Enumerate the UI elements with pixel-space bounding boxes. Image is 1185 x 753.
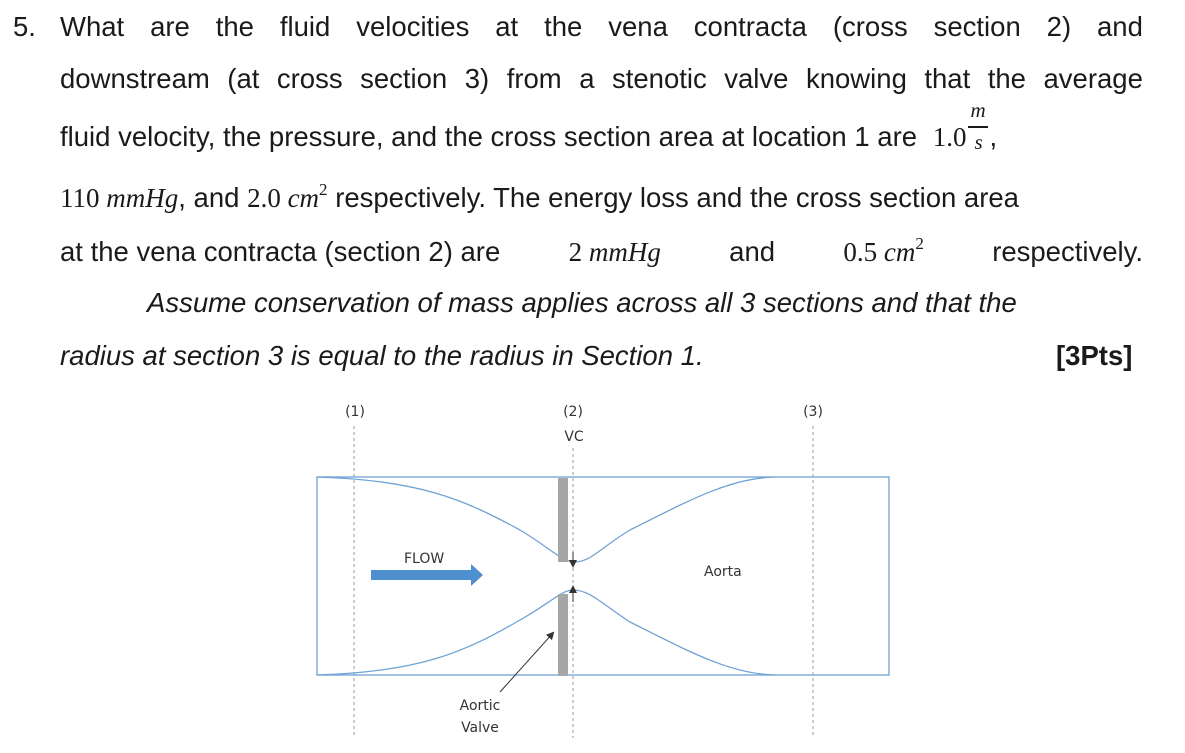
line1-word: 2) — [1046, 11, 1072, 42]
velocity-unit-denominator: s — [974, 130, 983, 154]
line5-end: respectively. — [992, 236, 1143, 267]
pressure-value: 110 — [60, 183, 100, 213]
line1-word: (cross — [832, 11, 908, 42]
line1-word: section — [933, 11, 1021, 42]
pressure-unit: mmHg — [106, 183, 179, 213]
line2-word: section — [360, 63, 448, 94]
assumption-line-1: Assume conservation of mass applies acro… — [147, 287, 1017, 318]
line1-word: contracta — [693, 11, 807, 42]
assumption-line-2: radius at section 3 is equal to the radi… — [60, 340, 704, 371]
line2-word: knowing — [805, 63, 907, 94]
aorta-label: Aorta — [704, 564, 742, 580]
line1-word: velocities — [356, 11, 470, 42]
area2-unit: cm — [883, 237, 916, 267]
question-line-5: at the vena contracta (section 2) are 2 … — [60, 234, 1143, 268]
velocity-unit-numerator: m — [970, 98, 986, 122]
area-exponent: 2 — [319, 180, 328, 199]
line3-comma: , — [989, 121, 998, 152]
line3-text: fluid velocity, the pressure, and the cr… — [60, 121, 918, 152]
line4-text: respectively. The energy loss and the cr… — [335, 182, 1019, 213]
line1-word: are — [150, 11, 190, 42]
loss-value: 2 — [568, 237, 583, 267]
question-line-4: 110 mmHg, and 2.0 cm2 respectively. The … — [60, 180, 1019, 214]
section-3-label: (3) — [803, 404, 823, 420]
upper-valve-leaflet — [558, 478, 568, 562]
line2-word: from — [506, 63, 562, 94]
area-unit: cm — [287, 183, 320, 213]
and-word-2: and — [729, 236, 776, 267]
section-1-label: (1) — [345, 404, 365, 420]
question-line-3: fluid velocity, the pressure, and the cr… — [60, 98, 998, 154]
pressure-comma: , — [178, 182, 186, 213]
line2-word: that — [924, 63, 971, 94]
line2-word: cross — [276, 63, 343, 94]
and-word-1: and — [193, 182, 240, 213]
points-label: [3Pts] — [1056, 340, 1133, 371]
line5-text: at the vena contracta (section 2) are — [60, 236, 501, 267]
area2-value: 0.5 — [843, 237, 878, 267]
flow-label: FLOW — [404, 551, 444, 567]
line2-word: valve — [724, 63, 789, 94]
line1-word: What — [60, 11, 125, 42]
line1-word: fluid — [279, 11, 331, 42]
flow-arrow — [371, 564, 483, 586]
line1-word: at — [495, 11, 519, 42]
line2-word: average — [1043, 63, 1143, 94]
area-value: 2.0 — [247, 183, 281, 213]
lower-valve-leaflet — [558, 594, 568, 676]
line2-word: 3) — [464, 63, 490, 94]
line2-word: downstream — [60, 63, 210, 94]
upper-streamline — [316, 476, 776, 563]
line2-word: (at — [227, 63, 260, 94]
loss-unit: mmHg — [588, 237, 661, 267]
lower-streamline — [316, 589, 776, 676]
line2-word: a — [579, 63, 595, 94]
line1-word: and — [1097, 11, 1143, 42]
valve-label-line-2: Valve — [461, 720, 499, 736]
velocity-value: 1.0 — [932, 122, 967, 152]
line1-word: the — [215, 11, 254, 42]
line2-word: stenotic — [611, 63, 707, 94]
valve-label-line-1: Aortic — [460, 698, 501, 714]
area2-exponent: 2 — [915, 234, 924, 253]
section-2-label: (2) — [563, 404, 583, 420]
question-number: 5. — [13, 11, 36, 42]
vessel-outline — [316, 476, 890, 676]
line1-word: vena — [608, 11, 668, 42]
line2-word: the — [987, 63, 1026, 94]
valve-pointer — [499, 631, 555, 693]
vc-label: VC — [564, 429, 584, 445]
line1-word: the — [544, 11, 583, 42]
